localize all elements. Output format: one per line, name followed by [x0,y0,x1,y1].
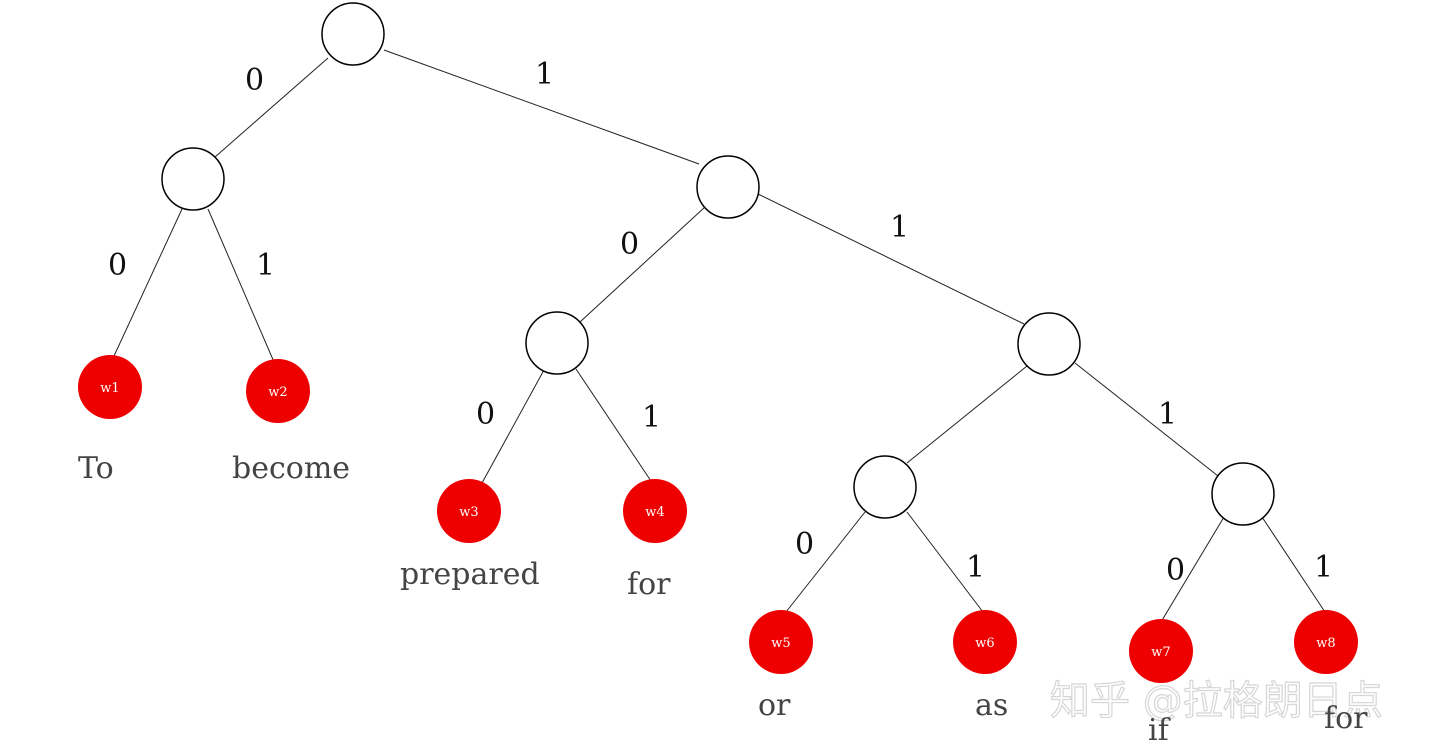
leaf-tag-w3: w3 [459,505,478,520]
watermark-text: 知乎 @拉格朗日点 [1050,678,1383,724]
leaf-words: To become prepared for or as if for [78,451,1368,748]
leaf-word-w8: for [1324,701,1368,736]
node-a [161,147,225,211]
node-e [853,455,917,519]
leaf-w1 [78,355,142,419]
leaf-tag-w6: w6 [975,636,994,651]
edge-b-c [579,206,706,323]
leaf-tag-w8: w8 [1316,636,1335,651]
edge-c-w3 [481,369,545,484]
edge-label-f-w8: 1 [1314,550,1333,585]
leaf-nodes: w1 w2 w3 w4 w5 w6 w7 w8 [78,355,1358,683]
leaf-tag-w2: w2 [268,385,287,400]
edge-label-d-f: 1 [1158,397,1177,432]
edge-label-root-b: 1 [535,57,554,92]
leaf-tag-w5: w5 [771,636,790,651]
leaf-w3 [437,479,501,543]
node-c [525,311,589,375]
edge-a-w2 [207,208,275,363]
leaf-w7 [1129,619,1193,683]
edge-labels: 0 1 0 1 0 1 0 1 0 1 0 1 0 1 [108,57,1333,588]
leaf-word-w2: become [232,451,350,486]
edge-label-f-w7: 0 [1166,553,1185,588]
edge-label-b-d: 1 [890,210,909,245]
edges [113,49,1326,623]
edge-root-a [214,57,329,158]
edge-label-c-w4: 1 [642,400,661,435]
edge-d-e [906,365,1028,464]
edge-d-f [1074,362,1219,477]
leaf-word-w5: or [758,688,791,723]
edge-label-b-c: 0 [620,227,639,262]
node-b [696,155,760,219]
leaf-word-w1: To [78,451,114,486]
edge-f-w8 [1261,516,1326,613]
leaf-w4 [623,479,687,543]
edge-a-w1 [113,208,183,357]
edge-label-e-w6: 1 [966,550,985,585]
leaf-w8 [1294,610,1358,674]
node-f [1211,462,1275,526]
edge-label-root-a: 0 [245,63,264,98]
edge-label-e-w5: 0 [795,527,814,562]
edge-e-w5 [785,511,866,613]
edge-f-w7 [1160,516,1225,623]
internal-nodes [161,2,1275,526]
leaf-word-w6: as [975,688,1008,723]
edge-label-c-w3: 0 [476,397,495,432]
edge-e-w6 [906,511,984,613]
edge-label-a-w2: 1 [256,248,275,283]
node-d [1017,312,1081,376]
edge-label-a-w1: 0 [108,248,127,283]
edge-root-b [383,49,700,165]
leaf-w2 [246,359,310,423]
leaf-w5 [749,610,813,674]
leaf-word-w7: if [1148,713,1171,748]
leaf-word-w3: prepared [400,557,540,592]
leaf-w6 [953,610,1017,674]
leaf-word-w4: for [627,567,671,602]
edge-c-w4 [575,368,652,482]
edge-b-d [757,193,1025,325]
leaf-tag-w1: w1 [100,381,119,396]
node-root [321,2,385,66]
leaf-tag-w4: w4 [645,505,664,520]
leaf-tag-w7: w7 [1151,645,1170,660]
